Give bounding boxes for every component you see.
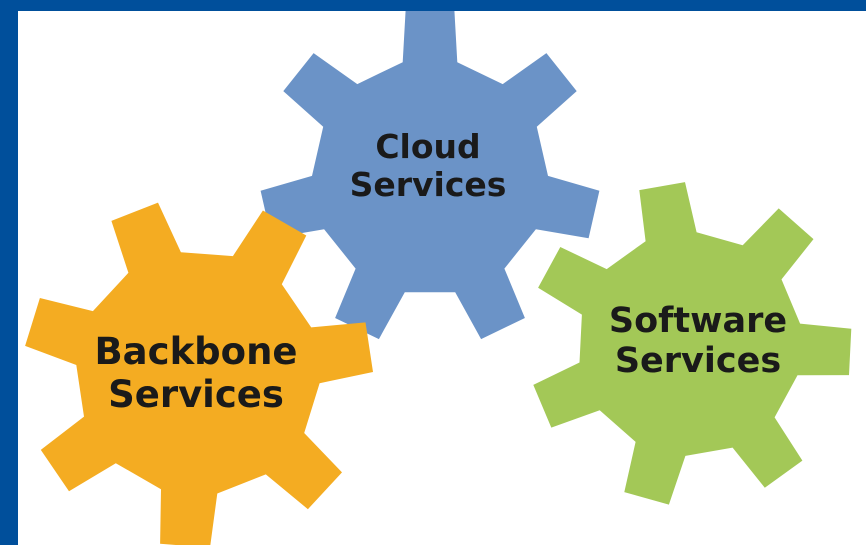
software-services-label: Software Services xyxy=(593,301,803,382)
cloud-services-gear xyxy=(260,11,600,340)
backbone-services-line1: Backbone xyxy=(94,330,298,373)
diagram-canvas: Cloud Services Backbone Services Softwar… xyxy=(18,11,866,545)
gears-illustration xyxy=(25,11,852,545)
software-services-gear xyxy=(533,182,852,505)
cloud-services-line1: Cloud xyxy=(375,127,481,166)
backbone-services-line2: Services xyxy=(108,372,284,416)
cloud-services-label: Cloud Services xyxy=(348,128,508,204)
backbone-services-label: Backbone Services xyxy=(81,330,311,416)
backbone-services-gear xyxy=(25,202,373,545)
software-services-line2: Services xyxy=(614,341,782,382)
software-services-line1: Software xyxy=(608,301,788,341)
cloud-services-line2: Services xyxy=(349,164,507,204)
